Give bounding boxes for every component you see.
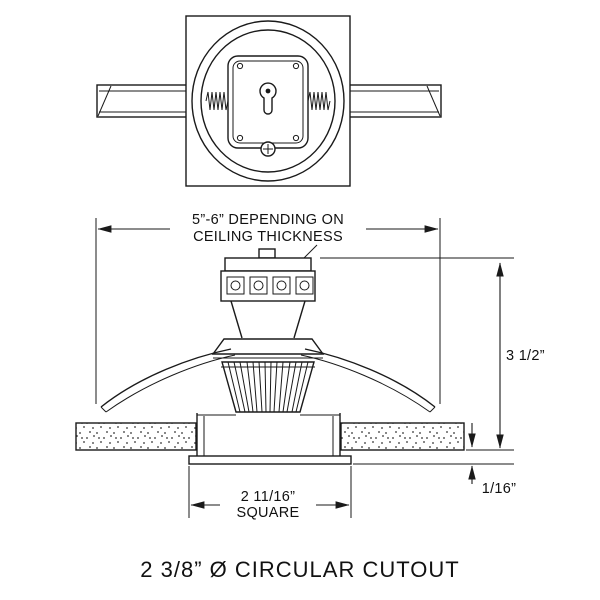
keyhole-pin <box>265 88 271 94</box>
trim-arm-left <box>100 348 236 413</box>
flange-dimension: 1/16” <box>353 423 516 497</box>
spring-coil-right <box>307 91 331 111</box>
housing-body <box>211 300 325 359</box>
ceiling-section-right <box>340 422 465 451</box>
bottom-screw <box>260 141 276 157</box>
height-dim-label: 3 1/2” <box>506 348 545 364</box>
spring-coil-left <box>205 91 229 111</box>
trim-ring-inner <box>200 29 336 173</box>
caption: 2 3/8” Ø CIRCULAR CUTOUT <box>140 557 459 582</box>
junction-box <box>220 244 318 302</box>
width-dim-label-line2: CEILING THICKNESS <box>193 229 343 245</box>
square-dim-label-line1: 2 11/16” <box>241 489 296 505</box>
lamp-plate <box>227 55 309 149</box>
width-dimension: 5”-6” DEPENDING ON CEILING THICKNESS <box>95 212 441 404</box>
trim-ring-outer <box>191 20 345 182</box>
square-dimension: 2 11/16” SQUARE <box>188 466 352 521</box>
reflector-cone <box>221 361 315 413</box>
square-dim-label-line2: SQUARE <box>236 505 299 521</box>
reflector-ribs <box>221 361 315 413</box>
keyhole-slot <box>259 82 277 115</box>
height-dimension: 3 1/2” <box>320 257 545 451</box>
top-view <box>96 15 442 187</box>
trim-lip <box>188 455 352 465</box>
width-dim-label-line1: 5”-6” DEPENDING ON <box>192 212 344 228</box>
side-view: 5”-6” DEPENDING ON CEILING THICKNESS <box>75 212 545 521</box>
trim-arm-right <box>300 348 436 413</box>
trim-box <box>188 413 352 465</box>
mounting-bracket <box>211 338 325 355</box>
flange-dim-label: 1/16” <box>482 481 517 497</box>
ceiling-section-left <box>75 422 197 451</box>
